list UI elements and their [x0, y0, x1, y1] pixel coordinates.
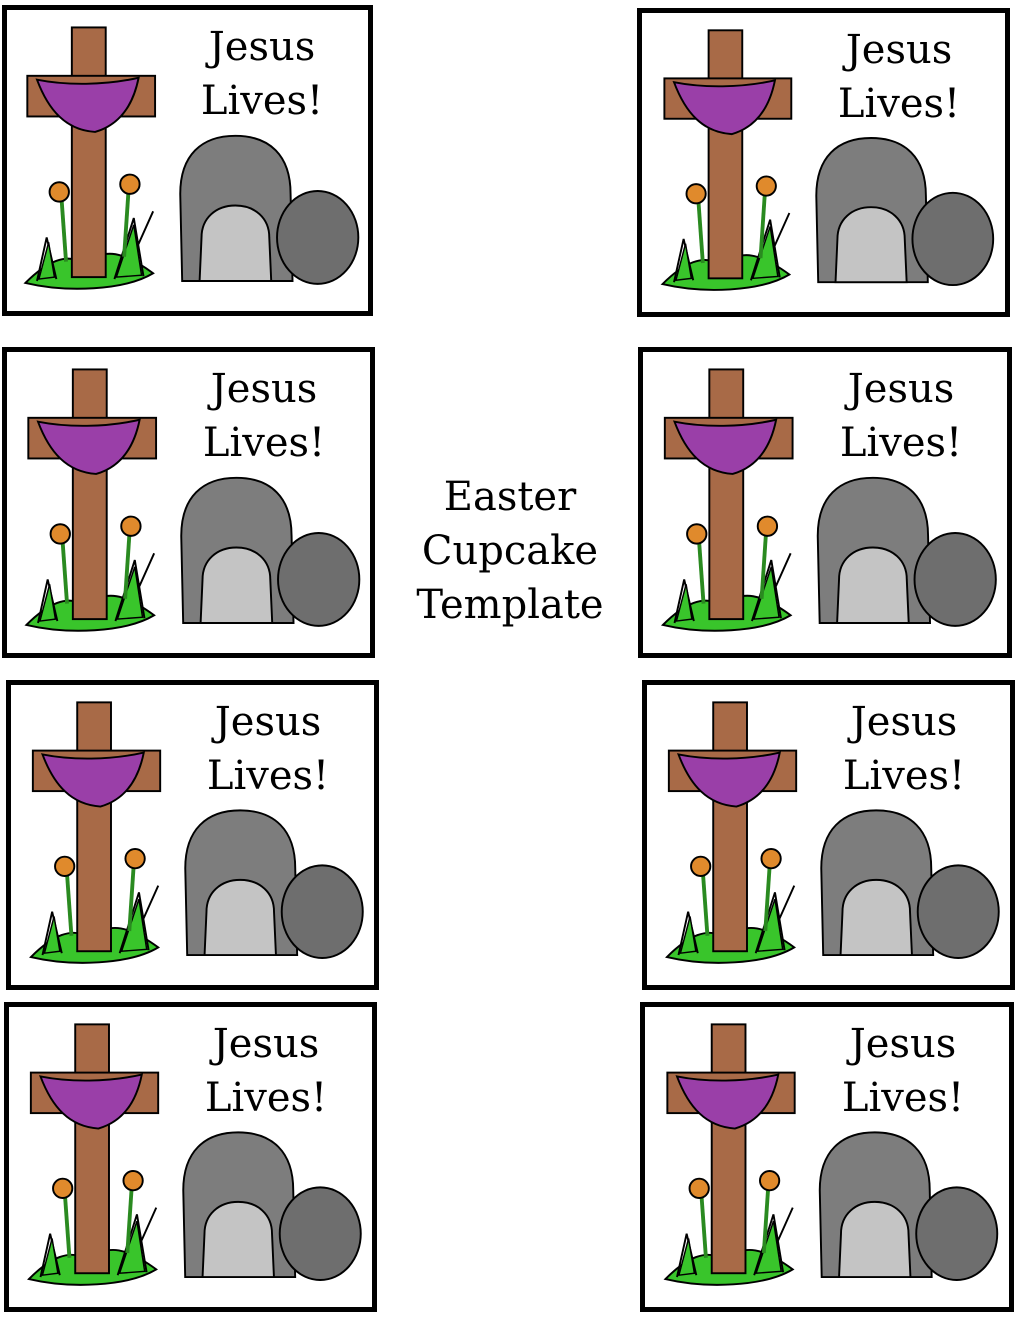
lily-flower-icon [48, 173, 141, 262]
easter-illustration [24, 368, 361, 632]
label-line-1: Jesus [849, 1021, 957, 1067]
tomb-icon [815, 137, 929, 284]
tomb-icon [820, 809, 935, 957]
page-title: Easter Cupcake Template [400, 470, 620, 632]
cupcake-card-1: Jesus Lives! [2, 5, 373, 316]
label-line-2: Lives! [200, 78, 324, 124]
tomb-icon [179, 134, 294, 282]
lily-flower-icon [49, 515, 142, 604]
lily-flower-icon [690, 848, 782, 936]
jesus-lives-label: Jesus Lives! [823, 1017, 983, 1125]
tomb-icon [180, 476, 295, 624]
stone-icon [278, 1186, 362, 1281]
lily-flower-icon [54, 848, 146, 936]
stone-icon [276, 190, 360, 285]
purple-cloth-icon [675, 1073, 780, 1130]
jesus-lives-label: Jesus Lives! [821, 362, 981, 470]
label-line-1: Jesus [850, 699, 958, 745]
purple-cloth-icon [676, 751, 782, 808]
purple-cloth-icon [672, 418, 778, 475]
purple-cloth-icon [38, 1073, 144, 1130]
jesus-lives-label: Jesus Lives! [182, 20, 342, 128]
lily-flower-icon [686, 515, 779, 604]
easter-illustration [665, 701, 1000, 964]
label-line-2: Lives! [202, 420, 326, 466]
jesus-lives-label: Jesus Lives! [819, 23, 979, 131]
lily-flower-icon [52, 1170, 144, 1258]
purple-cloth-icon [40, 751, 146, 808]
label-line-2: Lives! [841, 1075, 965, 1121]
tomb-icon [816, 476, 932, 624]
tomb-icon [182, 1131, 297, 1279]
easter-illustration [27, 1023, 362, 1286]
easter-illustration [23, 26, 360, 290]
label-line-1: Jesus [212, 1021, 320, 1067]
purple-cloth-icon [36, 418, 141, 475]
title-line-2: Cupcake [421, 528, 599, 574]
title-line-3: Template [416, 582, 604, 628]
purple-cloth-icon [35, 76, 140, 133]
label-line-2: Lives! [842, 753, 966, 799]
easter-illustration [29, 701, 364, 964]
label-line-1: Jesus [210, 366, 318, 412]
cupcake-card-8: Jesus Lives! [640, 1002, 1014, 1312]
label-line-2: Lives! [837, 81, 961, 127]
label-line-2: Lives! [204, 1075, 328, 1121]
stone-icon [915, 1186, 999, 1281]
stone-icon [913, 532, 997, 627]
tomb-icon [184, 809, 299, 957]
easter-illustration [663, 1023, 999, 1286]
cupcake-card-2: Jesus Lives! [637, 8, 1010, 317]
lily-flower-icon [685, 175, 777, 264]
title-line-1: Easter [443, 474, 577, 520]
jesus-lives-label: Jesus Lives! [186, 1017, 346, 1125]
cupcake-card-6: Jesus Lives! [642, 680, 1015, 990]
purple-cloth-icon [672, 79, 777, 136]
label-line-1: Jesus [214, 699, 322, 745]
easter-illustration [660, 29, 995, 291]
label-line-2: Lives! [839, 420, 963, 466]
cupcake-card-5: Jesus Lives! [6, 680, 379, 990]
label-line-1: Jesus [845, 27, 953, 73]
lily-flower-icon [688, 1170, 781, 1258]
cupcake-card-3: Jesus Lives! [2, 347, 375, 658]
label-line-2: Lives! [206, 753, 330, 799]
jesus-lives-label: Jesus Lives! [188, 695, 348, 803]
label-line-1: Jesus [208, 24, 316, 70]
easter-illustration [660, 368, 997, 632]
cupcake-card-4: Jesus Lives! [638, 347, 1012, 658]
jesus-lives-label: Jesus Lives! [824, 695, 984, 803]
jesus-lives-label: Jesus Lives! [184, 362, 344, 470]
stone-icon [916, 864, 1000, 959]
stone-icon [911, 191, 995, 287]
cupcake-card-7: Jesus Lives! [4, 1002, 377, 1312]
stone-icon [277, 532, 361, 627]
tomb-icon [818, 1131, 933, 1279]
label-line-1: Jesus [847, 366, 955, 412]
stone-icon [280, 864, 364, 959]
